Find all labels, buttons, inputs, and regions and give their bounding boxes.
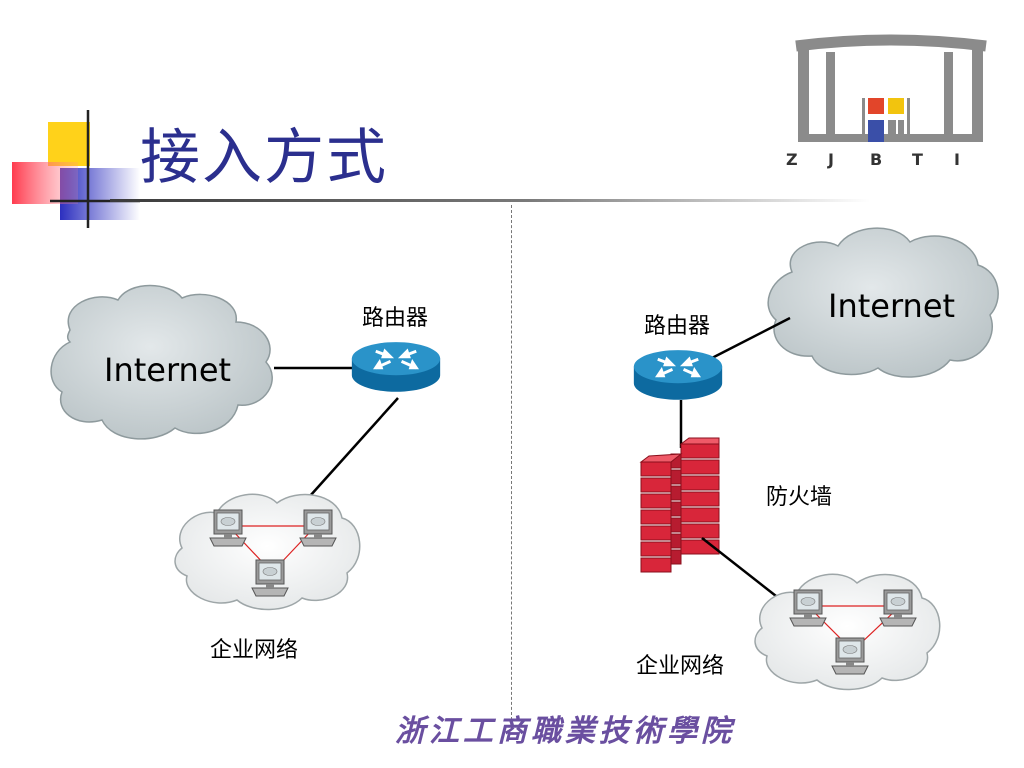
router-icon-left: [350, 340, 442, 394]
pc-icon-right-1: [789, 589, 827, 627]
link-router-lan-left: [309, 397, 399, 497]
school-name-footer: 浙江工商職業技術學院: [395, 714, 735, 749]
panel-separator: [511, 205, 512, 730]
firewall-label: 防火墙: [766, 485, 833, 510]
zjbti-logo: [795, 34, 987, 142]
router-label-left: 路由器: [362, 306, 429, 331]
router-label-right: 路由器: [644, 314, 711, 339]
logo-letter: B: [870, 150, 883, 169]
logo-letter: I: [954, 150, 960, 169]
pc-icon-right-2: [879, 589, 917, 627]
firewall-icon: [639, 437, 720, 573]
internet-label-right: Internet: [828, 287, 956, 325]
network-label-left: 企业网络: [210, 638, 299, 663]
title-divider: [110, 199, 870, 202]
pc-icon-left-3: [251, 559, 289, 597]
logo-letter: Z: [786, 150, 798, 169]
network-label-right: 企业网络: [636, 654, 725, 679]
link-router-internet-right: [711, 316, 791, 360]
yellow-square: [48, 122, 90, 166]
pc-icon-right-3: [831, 637, 869, 675]
pc-icon-left-2: [299, 509, 337, 547]
router-icon-right: [632, 348, 724, 402]
internet-label-left: Internet: [104, 351, 232, 389]
logo-letter: T: [912, 150, 923, 169]
red-square: [12, 162, 78, 204]
internet-cloud-right: [767, 227, 999, 378]
internet-cloud-left: [50, 284, 273, 440]
logo-letter: J: [828, 150, 834, 169]
title-decoration: [12, 110, 140, 228]
link-firewall-lan-right: [701, 537, 777, 597]
pc-icon-left-1: [209, 509, 247, 547]
slide-title: 接入方式: [140, 123, 388, 193]
